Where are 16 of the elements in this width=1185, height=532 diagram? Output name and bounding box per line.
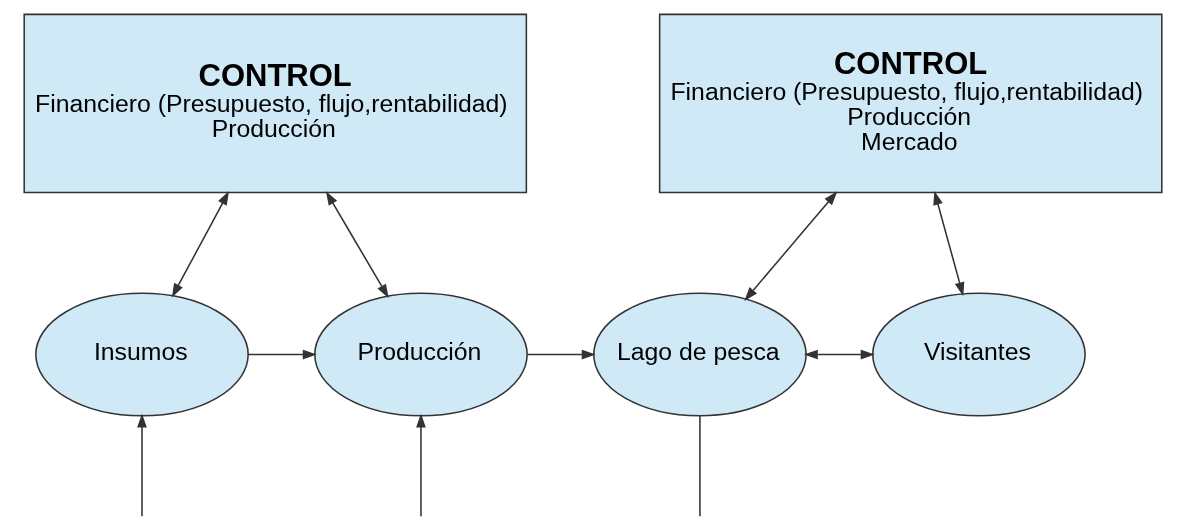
arrow	[932, 190, 964, 297]
arrow	[246, 349, 317, 360]
arrow	[525, 349, 596, 360]
arrow	[803, 349, 875, 360]
node-box: CONTROL Financiero (Presupuesto, flujo,rentabilidad) Producción Mercado	[658, 13, 1163, 194]
arrow	[325, 191, 389, 299]
node-ellipse: Lago de pesca	[592, 292, 807, 417]
node-ellipse: Visitantes	[871, 292, 1086, 417]
arrow	[136, 413, 147, 518]
arrow	[415, 413, 426, 518]
node-ellipse: Producción	[313, 292, 528, 417]
node-box: CONTROL Financiero (Presupuesto, flujo,rentabilidad) Producción	[22, 13, 527, 194]
connector	[698, 415, 701, 518]
node-ellipse: Insumos	[34, 292, 249, 417]
arrow	[171, 191, 229, 298]
arrow	[743, 191, 837, 301]
